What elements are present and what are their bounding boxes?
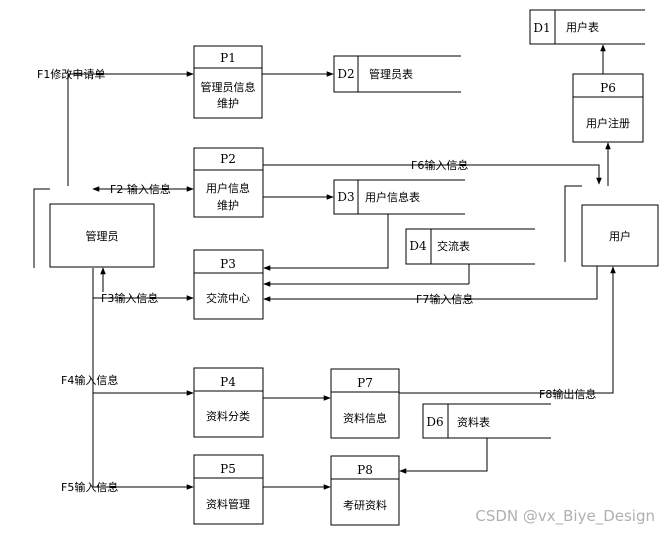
flow-f2-label: F2 输入信息 — [110, 182, 171, 196]
flow-d3-to-p3 — [263, 214, 389, 271]
flow-f2: F2 输入信息 — [92, 182, 194, 196]
store-d4-name: 交流表 — [437, 239, 470, 253]
process-p1-label-1: 管理员信息 — [201, 80, 256, 94]
process-p1-id: P1 — [220, 51, 236, 65]
process-p7: P7 资料信息 — [330, 368, 400, 439]
process-p3-id: P3 — [220, 257, 236, 271]
flow-f3: F3输入信息 — [93, 267, 194, 305]
process-p8-label: 考研资料 — [343, 498, 387, 512]
process-p7-label: 资料信息 — [343, 411, 387, 425]
store-d1-name: 用户表 — [566, 20, 599, 34]
entity-admin-label: 管理员 — [86, 229, 119, 243]
entity-user-label: 用户 — [609, 229, 631, 243]
store-d3: D3 用户信息表 — [333, 179, 465, 215]
flow-f7-label: F7输入信息 — [416, 292, 473, 306]
process-p3: P3 交流中心 — [193, 249, 264, 320]
process-p7-id: P7 — [357, 376, 373, 390]
store-d6-name: 资料表 — [457, 415, 490, 429]
process-p2-label-1: 用户信息 — [206, 181, 250, 195]
store-d3-id: D3 — [337, 190, 354, 204]
process-p4-label: 资料分类 — [206, 409, 250, 423]
process-p6-id: P6 — [600, 81, 616, 95]
process-p5-label: 资料管理 — [206, 497, 250, 511]
process-p6-label: 用户注册 — [586, 116, 630, 130]
process-p4-id: P4 — [220, 375, 236, 389]
process-p6: P6 用户注册 — [572, 73, 644, 143]
store-d1: D1 用户表 — [529, 9, 645, 45]
process-p1: P1 管理员信息 维护 — [193, 45, 263, 119]
store-d4: D4 交流表 — [405, 228, 535, 265]
entity-admin: 管理员 — [33, 188, 155, 268]
store-d2: D2 管理员表 — [333, 55, 461, 93]
flow-f6: F6输入信息 — [263, 158, 602, 185]
watermark: CSDN @vx_Biye_Design — [475, 507, 655, 526]
flow-d6-to-p8 — [399, 438, 488, 474]
flow-f8: F8输出信息 — [399, 266, 616, 401]
entity-user: 用户 — [564, 185, 659, 267]
store-d4-id: D4 — [409, 239, 427, 253]
process-p5-id: P5 — [220, 462, 236, 476]
process-p8: P8 考研资料 — [330, 455, 400, 526]
flow-f5-label: F5输入信息 — [61, 480, 118, 494]
process-p2: P2 用户信息 维护 — [193, 147, 264, 218]
process-p4: P4 资料分类 — [193, 367, 264, 438]
flow-f1: F1修改申请单 — [37, 67, 194, 186]
process-p5: P5 资料管理 — [193, 454, 264, 525]
store-d6-id: D6 — [426, 415, 443, 429]
flow-f3-label: F3输入信息 — [101, 291, 158, 305]
store-d1-id: D1 — [533, 21, 550, 35]
flow-f1-label: F1修改申请单 — [37, 67, 105, 81]
process-p1-label-2: 维护 — [217, 96, 239, 110]
process-p2-label-2: 维护 — [217, 198, 239, 212]
process-p3-label: 交流中心 — [206, 291, 250, 305]
store-d2-name: 管理员表 — [369, 67, 413, 81]
flow-f8-label: F8输出信息 — [539, 387, 596, 401]
process-p2-id: P2 — [220, 152, 236, 166]
store-d3-name: 用户信息表 — [365, 190, 420, 204]
flow-f5: F5输入信息 — [61, 480, 194, 494]
flow-f4: F4输入信息 — [61, 373, 194, 396]
flow-f6-label: F6输入信息 — [411, 158, 468, 172]
flow-f4-label: F4输入信息 — [61, 373, 118, 387]
store-d6: D6 资料表 — [422, 403, 551, 439]
flow-f7: F7输入信息 — [263, 266, 598, 306]
store-d2-id: D2 — [337, 67, 354, 81]
process-p8-id: P8 — [357, 463, 373, 477]
